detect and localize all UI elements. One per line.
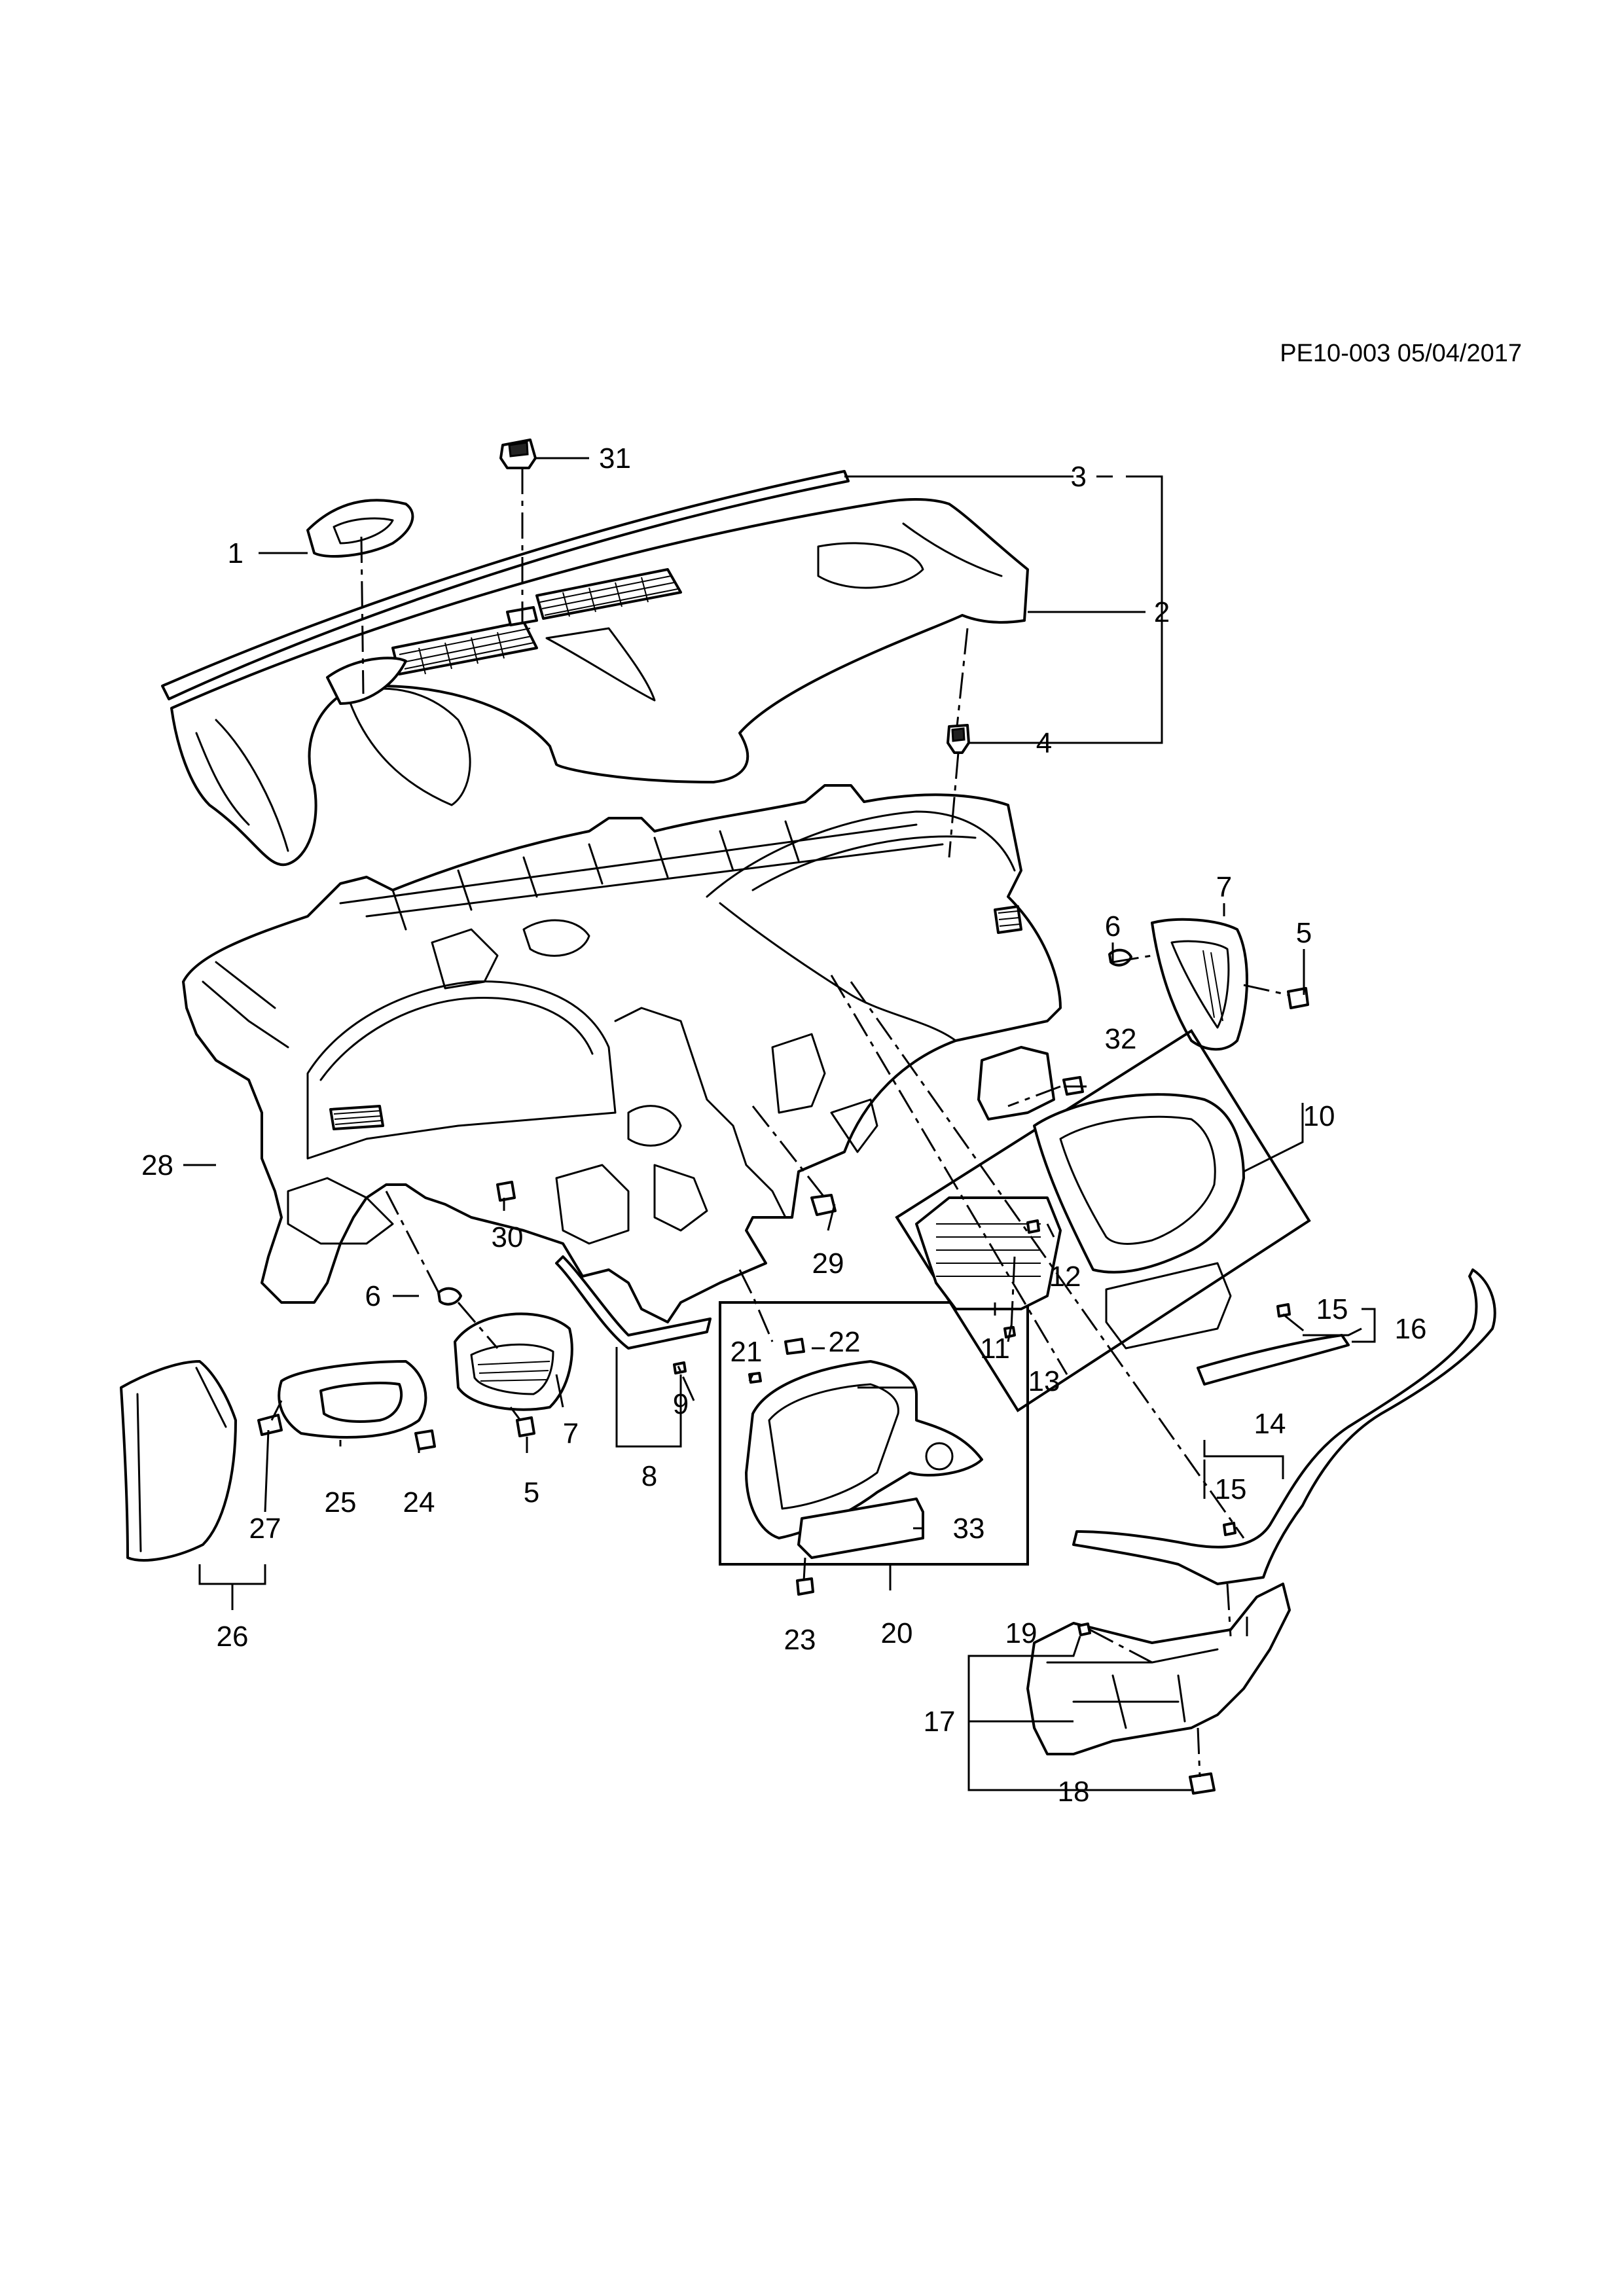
- callout-6-left: 6: [365, 1280, 381, 1312]
- callout-labels: 1 2 3 4 5 5 6 6 7 7 8 9 10 11 12 13 14 1…: [141, 442, 1426, 1808]
- callout-10: 10: [1303, 1100, 1335, 1132]
- clip-15-upper: [1276, 1303, 1291, 1318]
- screw-5-left: [516, 1416, 535, 1437]
- callout-26: 26: [217, 1621, 249, 1653]
- callout-6-right: 6: [1105, 910, 1121, 942]
- instrument-panel-carrier: [182, 784, 1062, 1323]
- callout-33: 33: [953, 1513, 985, 1545]
- group-box-10: [895, 1029, 1311, 1412]
- callout-22: 22: [829, 1326, 861, 1358]
- callout-32: 32: [1105, 1023, 1137, 1055]
- cluster-bezel: [1033, 1093, 1245, 1350]
- clip-18: [1189, 1772, 1216, 1795]
- air-vent-right: [1151, 918, 1248, 1051]
- callout-9: 9: [673, 1388, 689, 1420]
- clip-29: [810, 1194, 837, 1216]
- callout-15-lower: 15: [1215, 1473, 1247, 1505]
- storage-bezel: [745, 1360, 983, 1539]
- callout-2: 2: [1154, 596, 1170, 628]
- dash-top-cover: [161, 470, 1029, 867]
- leader-lines: [183, 457, 1376, 1791]
- clip-19: [1077, 1623, 1091, 1636]
- callout-3: 3: [1071, 461, 1087, 493]
- panel-33: [797, 1498, 924, 1559]
- defroster-grille: [391, 568, 682, 675]
- callout-12: 12: [1049, 1261, 1081, 1293]
- assembly-lines: [270, 468, 1310, 1778]
- clip-22: [784, 1338, 805, 1355]
- clip-12: [1026, 1219, 1040, 1234]
- callout-27: 27: [249, 1513, 281, 1545]
- callout-19: 19: [1005, 1617, 1038, 1649]
- callout-25: 25: [325, 1486, 357, 1518]
- callout-7-right: 7: [1216, 871, 1232, 903]
- clip-30: [496, 1181, 516, 1202]
- callout-1: 1: [228, 537, 244, 569]
- switch-bezel: [278, 1360, 427, 1439]
- callout-4: 4: [1036, 727, 1052, 759]
- callout-15-upper: 15: [1316, 1293, 1348, 1325]
- lower-trim-14: [1072, 1268, 1496, 1585]
- callout-28: 28: [141, 1149, 173, 1181]
- clip-23: [796, 1577, 814, 1596]
- callout-30: 30: [492, 1221, 524, 1253]
- group-box-20: [719, 1301, 1029, 1566]
- callout-17: 17: [924, 1706, 956, 1738]
- sensor-cover: [306, 499, 414, 558]
- callout-23: 23: [784, 1624, 816, 1656]
- callout-18: 18: [1058, 1776, 1090, 1808]
- knee-bracket-17: [1026, 1583, 1291, 1755]
- clip-31: [499, 439, 537, 469]
- clip-27: [257, 1414, 283, 1436]
- callout-16: 16: [1395, 1313, 1427, 1345]
- callout-11: 11: [980, 1333, 1010, 1365]
- callout-13: 13: [1028, 1365, 1060, 1397]
- callout-8: 8: [641, 1460, 657, 1492]
- air-vent-left: [454, 1312, 573, 1411]
- trim-strip-8: [555, 1255, 712, 1350]
- callout-21: 21: [731, 1336, 763, 1368]
- callout-29: 29: [812, 1247, 844, 1280]
- diagram-reference: PE10-003 05/04/2017: [1280, 340, 1522, 367]
- screw-24: [414, 1429, 436, 1450]
- end-panel: [120, 1360, 237, 1562]
- callout-14: 14: [1254, 1408, 1286, 1440]
- clip-4: [947, 724, 970, 754]
- clip-15-lower: [1223, 1522, 1236, 1536]
- callout-20: 20: [881, 1617, 913, 1649]
- callout-5-left: 5: [524, 1477, 539, 1509]
- trim-strip-16: [1197, 1334, 1350, 1386]
- mounting-bracket: [977, 1046, 1055, 1121]
- nut-6-left: [437, 1287, 462, 1306]
- callout-7-left: 7: [563, 1418, 579, 1450]
- callout-31: 31: [599, 442, 631, 475]
- display-unit: [915, 1196, 1062, 1310]
- callout-5-right: 5: [1296, 917, 1312, 949]
- callout-24: 24: [403, 1486, 435, 1518]
